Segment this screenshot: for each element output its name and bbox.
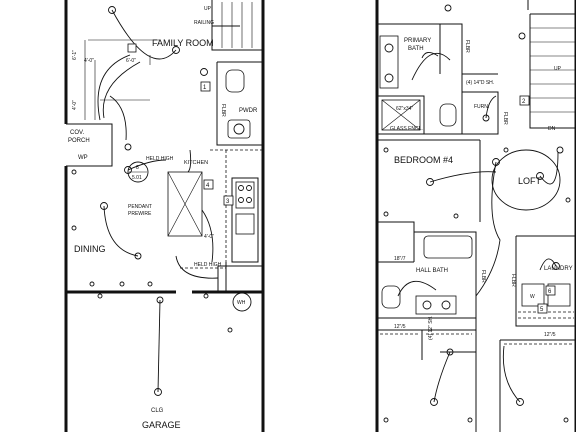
- label-shelf-a: 12"/5: [394, 324, 406, 330]
- room-label-laundry: LAUNDRY: [544, 266, 573, 272]
- label-railing: RAILING: [194, 20, 214, 26]
- label-up-2: UP: [554, 66, 562, 72]
- closet-shelves: [380, 333, 572, 345]
- pwdr-sink: [227, 119, 251, 139]
- room-label-kitchen: KITCHEN: [184, 160, 208, 166]
- washer: [521, 283, 545, 307]
- tag-3: 3: [226, 199, 230, 205]
- room-label-garage: GARAGE: [142, 420, 181, 430]
- label-flbr-d: FLBR: [510, 274, 516, 287]
- pantry-wall: [217, 262, 263, 292]
- primary-toilet: [439, 103, 457, 127]
- ref-sheet: 5.01: [132, 175, 142, 181]
- electrical-runs: [97, 9, 219, 393]
- pwdr-sink-bowl: [233, 123, 245, 135]
- stair-treads: [212, 2, 253, 48]
- loft-ceiling-fixture: [491, 149, 561, 211]
- outlet-marks-2: [383, 147, 571, 423]
- beam-lines: [180, 149, 263, 269]
- ref-number: 8: [136, 165, 139, 171]
- dim-4-0-c: 4'-0": [204, 234, 214, 240]
- room-label-cov: COV.: [70, 130, 84, 136]
- furn-closet: [462, 91, 499, 135]
- tag-box-5: [537, 303, 548, 314]
- stair-wall: [211, 0, 263, 51]
- label-dn: DN: [548, 126, 556, 132]
- bedroom4-wall: [377, 139, 481, 262]
- hall-bath-wall: [377, 231, 477, 319]
- room-label-loft: LOFT: [518, 176, 542, 186]
- toilet-fixture-2: [381, 285, 401, 309]
- label-glass-size: 62"x34": [396, 106, 413, 112]
- label-pendant: PENDANT: [128, 204, 152, 210]
- dim-4-0-b: 4'-0": [72, 100, 78, 110]
- label-w: W: [530, 294, 535, 300]
- tag-1: 1: [203, 85, 207, 91]
- tag-6: 6: [548, 289, 552, 295]
- tag-4: 4: [206, 183, 210, 189]
- bathtub: [423, 235, 473, 259]
- light-fixtures-2: [426, 4, 564, 406]
- dimension-lines: [84, 39, 160, 120]
- tag-box-4: [203, 179, 214, 190]
- primary-bath-wall: [377, 23, 463, 135]
- label-shower: (4) 14"D SH.: [466, 80, 494, 86]
- label-flbr-b: FLBR: [502, 112, 508, 125]
- vanity-sink: [415, 295, 457, 315]
- room-label-family-room: FAMILY ROOM: [152, 38, 214, 48]
- outlet-box: [127, 43, 137, 53]
- laundry-wall: [515, 235, 576, 327]
- dim-6-0: 6'-0": [126, 58, 136, 64]
- room-label-furn: FURN.: [474, 104, 489, 110]
- kitchen-sink: [235, 213, 255, 235]
- ground-floor-plan: FAMILY ROOM DINING GARAGE KITCHEN PWDR C…: [64, 0, 265, 432]
- room-label-primary: PRIMARY: [404, 38, 431, 44]
- primary-vanity: [379, 35, 399, 89]
- closet-walls: [377, 318, 576, 432]
- label-clg: CLG: [151, 408, 164, 414]
- dim-6-1: 6'-1": [72, 50, 78, 60]
- tag-box-2: [519, 95, 530, 106]
- tag-box-6: [545, 285, 556, 296]
- label-tub: 18"/7: [394, 256, 406, 262]
- porch-wall: [66, 123, 113, 167]
- room-label-bath: BATH: [408, 46, 424, 52]
- room-label-dining: DINING: [74, 244, 106, 254]
- kitchen-counter: [231, 177, 259, 263]
- label-held-high-top: HELD HIGH: [146, 156, 174, 162]
- second-floor-plan: PRIMARY BATH BEDROOM #4 LOFT HALL BATH L…: [375, 0, 576, 432]
- label-wp: WP: [78, 155, 88, 161]
- label-flbr-a: FLBR: [464, 40, 470, 53]
- tag-box-3: [223, 195, 234, 206]
- label-glass-encl: GLASS ENCL.: [390, 126, 423, 132]
- detail-reference-bubble: [127, 161, 149, 183]
- electrical-runs-2: [397, 52, 559, 403]
- room-label-bedroom4: BEDROOM #4: [394, 155, 453, 165]
- label-held-high-bottom: HELD HIGH: [194, 262, 222, 268]
- room-label-pwdr: PWDR: [239, 108, 258, 114]
- label-flbr-c: FLBR: [480, 270, 486, 283]
- label-flbr: FLBR: [220, 104, 226, 117]
- label-prewire: PREWIRE: [128, 211, 152, 217]
- label-wh: WH: [237, 300, 246, 306]
- toilet-fixture: [225, 69, 245, 93]
- stair-treads-2: [530, 27, 576, 113]
- water-heater: [232, 292, 252, 312]
- tag-5: 5: [540, 307, 544, 313]
- kitchen-range: [235, 181, 255, 209]
- outlet-marks: [71, 169, 233, 333]
- label-up: UP: [204, 6, 212, 12]
- pwdr-wall: [216, 61, 263, 146]
- room-label-porch: PORCH: [68, 138, 90, 144]
- label-shelf-c: (4) 12" SH.: [428, 315, 434, 340]
- label-shelf-b: 12"/5: [544, 332, 556, 338]
- tag-2: 2: [522, 99, 526, 105]
- stair-wall-2: [529, 13, 576, 129]
- tag-box-1: [200, 81, 211, 92]
- room-label-hall-bath: HALL BATH: [416, 268, 448, 274]
- dim-4-0-a: 4'-0": [84, 58, 94, 64]
